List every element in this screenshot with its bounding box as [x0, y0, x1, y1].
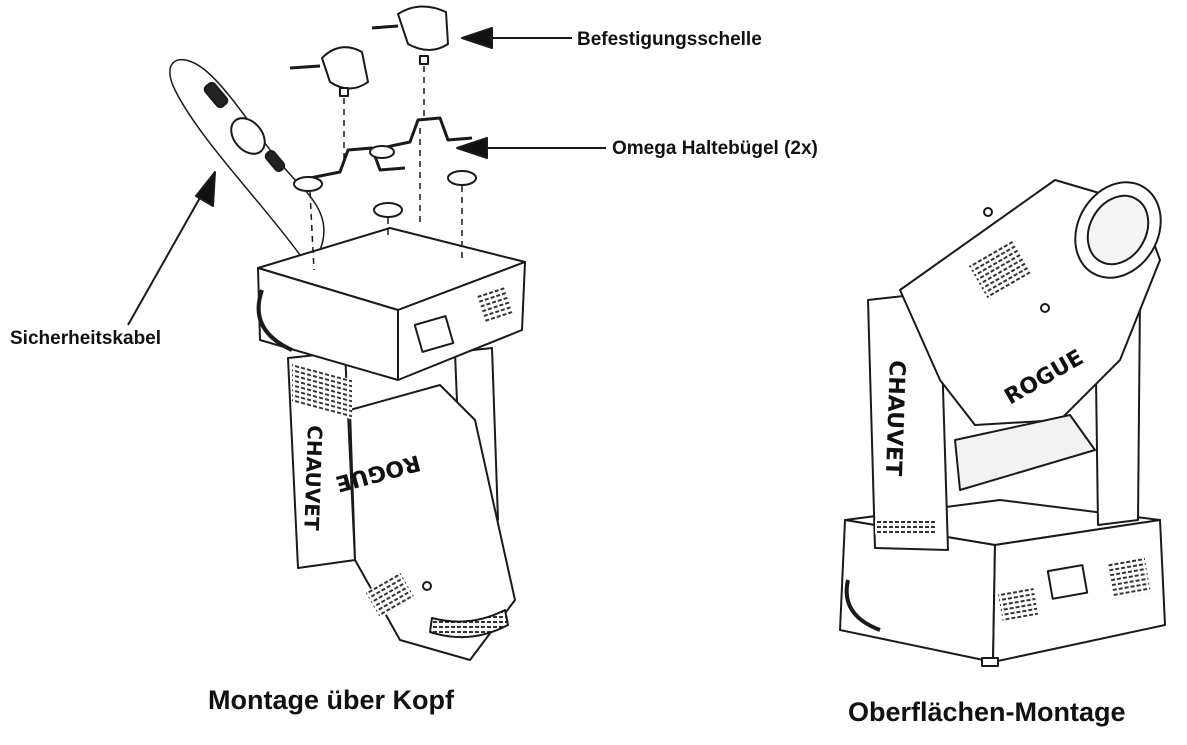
surface-head-screw	[983, 207, 993, 217]
surface-head-lens-inner	[1086, 194, 1150, 266]
base-display	[413, 315, 455, 353]
omega-bracket-label: Omega Haltebügel (2x)	[612, 138, 818, 159]
surface-base-handle	[844, 579, 881, 632]
safety-cable-clip-1	[203, 81, 229, 109]
surface-yoke-floor	[954, 414, 1096, 491]
head-vent	[365, 572, 415, 618]
base-vent-left	[292, 363, 352, 420]
surface-head-screw-2	[1040, 303, 1050, 313]
surface-yoke-vent	[875, 520, 937, 534]
safety-cable-carabiner	[230, 117, 266, 155]
base-vent-right	[476, 286, 514, 324]
omega-bracket-2	[369, 116, 477, 186]
surface-head-vent	[968, 240, 1032, 300]
surface-base-vent-left	[997, 587, 1039, 621]
surface-base-vent-right	[1107, 556, 1151, 600]
brand-logo-right: CHAUVET	[880, 360, 909, 477]
callout-arrows-left	[127, 27, 606, 326]
clamp-1	[289, 46, 369, 97]
overhead-fixture: CHAUVET ROGUE	[127, 5, 606, 661]
alignment-lines	[309, 66, 463, 271]
surface-base-display	[1046, 564, 1089, 600]
overhead-caption: Montage über Kopf	[208, 685, 454, 715]
omega-bracket-1	[293, 146, 406, 218]
safety-cable	[169, 59, 325, 256]
head-lens	[429, 609, 509, 639]
head-screw	[422, 581, 432, 591]
brand-logo-left: CHAUVET	[299, 425, 327, 531]
clamp-label: Befestigungsschelle	[577, 29, 762, 50]
surface-base-foot	[981, 657, 999, 667]
safety-cable-clip-2	[264, 149, 286, 173]
surface-caption: Oberflächen-Montage	[848, 697, 1126, 727]
safety-cable-label: Sicherheitskabel	[10, 328, 162, 349]
surface-fixture: CHAUVET ROGUE	[839, 179, 1166, 667]
base-handle	[256, 289, 293, 352]
clamp-2	[371, 5, 449, 65]
